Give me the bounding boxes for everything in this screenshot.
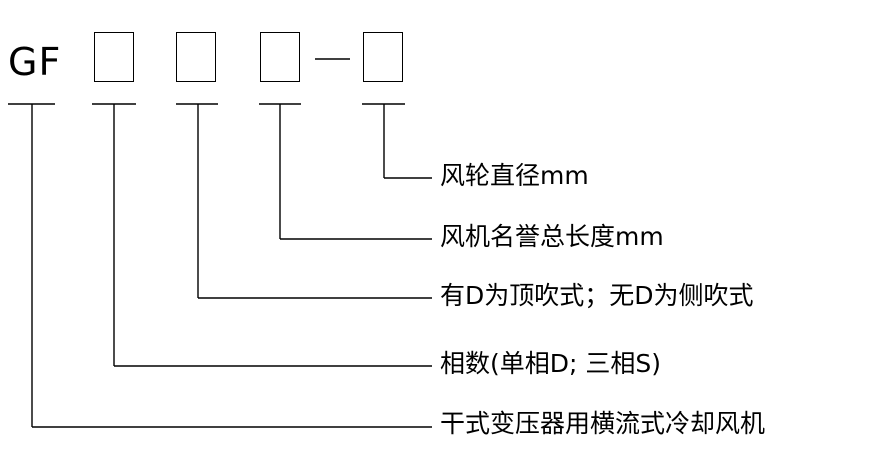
desc-product-type: 干式变压器用横流式冷却风机 [440,409,766,438]
code-slot-2 [176,32,216,82]
model-prefix: GF [8,40,62,84]
code-slot-1 [94,32,134,82]
code-slot-4 [363,32,403,82]
desc-fan-total-length: 风机名誉总长度mm [440,222,664,251]
desc-blow-type: 有D为顶吹式；无D为侧吹式 [440,281,754,310]
desc-phase-count: 相数(单相D; 三相S) [440,349,661,378]
code-slot-3 [260,32,300,82]
desc-fan-diameter: 风轮直径mm [440,161,589,190]
